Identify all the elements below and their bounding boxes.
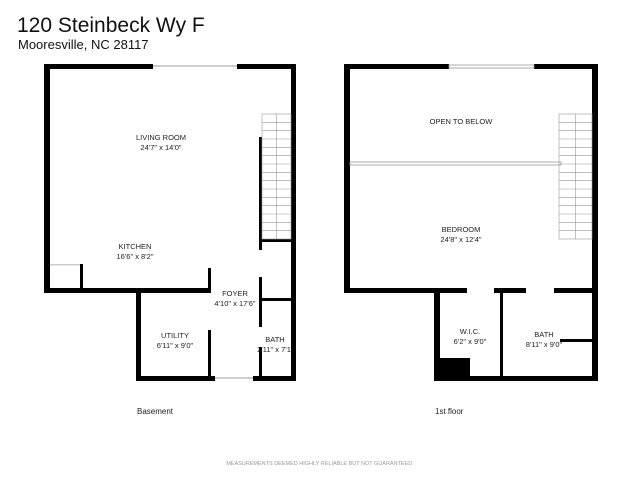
room-name-bedroom: BEDROOM	[442, 225, 481, 234]
property-address: 120 Steinbeck Wy F	[17, 14, 205, 37]
room-name-living-room: LIVING ROOM	[136, 133, 186, 142]
room-name-foyer: FOYER	[222, 289, 248, 298]
room-size-bedroom: 24'8" x 12'4"	[440, 235, 481, 244]
basement-stairs	[261, 113, 292, 240]
room-labels: LIVING ROOM 24'7" x 14'0" KITCHEN 16'6" …	[117, 117, 563, 354]
room-size-living-room: 24'7" x 14'0"	[140, 143, 181, 152]
floor-label-first: 1st floor	[435, 407, 464, 416]
disclaimer: MEASUREMENTS DEEMED HIGHLY RELIABLE BUT …	[226, 461, 414, 467]
floor-label-basement: Basement	[137, 407, 174, 416]
room-name-bath: BATH	[265, 335, 284, 344]
room-size-utility: 6'11" x 9'0"	[157, 341, 194, 350]
room-size-wic: 6'2" x 9'0"	[454, 337, 487, 346]
room-size-foyer: 4'10" x 17'6"	[214, 299, 255, 308]
property-city: Mooresville, NC 28117	[18, 37, 149, 52]
room-size-bath-upper: 8'11" x 9'0"	[526, 340, 563, 349]
room-size-bath: 2'11" x 7'1	[257, 345, 291, 354]
room-name-wic: W.I.C.	[460, 327, 480, 336]
first-floor-stairs	[558, 113, 593, 240]
room-name-kitchen: KITCHEN	[119, 242, 152, 251]
first-floor-plan	[344, 64, 598, 381]
room-name-open-to-below: OPEN TO BELOW	[430, 117, 494, 126]
room-size-kitchen: 16'6" x 8'2"	[117, 252, 154, 261]
room-name-bath-upper: BATH	[534, 330, 553, 339]
basement-plan	[44, 64, 296, 381]
room-name-utility: UTILITY	[161, 331, 189, 340]
